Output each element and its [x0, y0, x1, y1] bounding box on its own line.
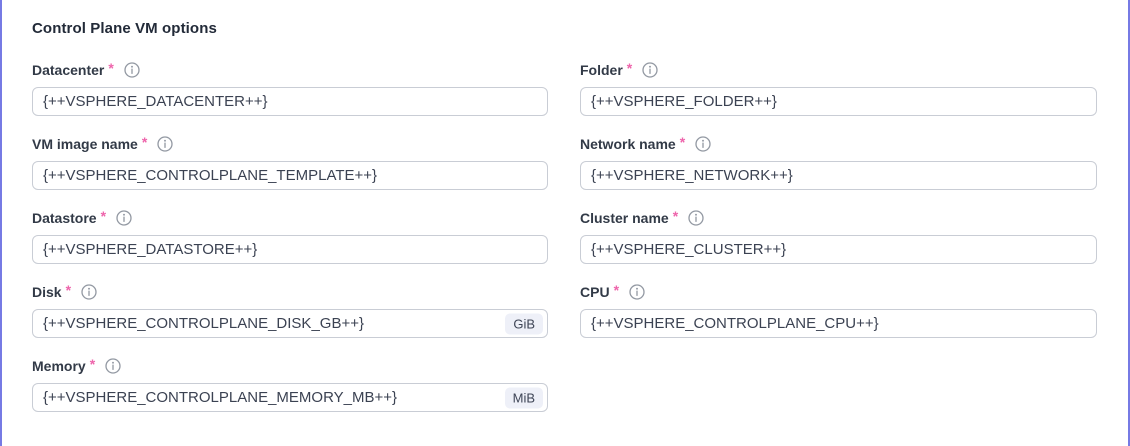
field-label: Folder: [580, 62, 623, 78]
field-label: Memory: [32, 358, 86, 374]
field-label: CPU: [580, 284, 610, 300]
required-asterisk: *: [679, 134, 686, 150]
cpu-input[interactable]: [580, 309, 1097, 338]
datastore-input[interactable]: [32, 235, 548, 264]
field-datastore: Datastore *: [32, 208, 548, 264]
required-asterisk: *: [65, 282, 72, 298]
required-asterisk: *: [89, 356, 96, 372]
required-asterisk: *: [672, 208, 679, 224]
field-label: Datastore: [32, 210, 97, 226]
info-icon[interactable]: [642, 62, 658, 78]
field-cpu: CPU *: [580, 282, 1097, 338]
info-icon[interactable]: [116, 210, 132, 226]
field-memory: Memory * MiB: [32, 356, 548, 412]
field-label: Disk: [32, 284, 62, 300]
fields-grid: Datacenter * Folder *: [32, 60, 1097, 430]
vm-image-name-input[interactable]: [32, 161, 548, 190]
info-icon[interactable]: [695, 136, 711, 152]
field-label: Cluster name: [580, 210, 669, 226]
info-icon[interactable]: [688, 210, 704, 226]
required-asterisk: *: [626, 60, 633, 76]
info-icon[interactable]: [629, 284, 645, 300]
info-icon[interactable]: [81, 284, 97, 300]
field-network-name: Network name *: [580, 134, 1097, 190]
info-icon[interactable]: [124, 62, 140, 78]
info-icon[interactable]: [157, 136, 173, 152]
field-cluster-name: Cluster name *: [580, 208, 1097, 264]
required-asterisk: *: [613, 282, 620, 298]
folder-input[interactable]: [580, 87, 1097, 116]
memory-input[interactable]: [32, 383, 548, 412]
cluster-name-input[interactable]: [580, 235, 1097, 264]
field-vm-image-name: VM image name *: [32, 134, 548, 190]
section-title: Control Plane VM options: [32, 20, 217, 37]
field-label: Network name: [580, 136, 676, 152]
field-label: VM image name: [32, 136, 138, 152]
field-datacenter: Datacenter *: [32, 60, 548, 116]
required-asterisk: *: [100, 208, 107, 224]
field-folder: Folder *: [580, 60, 1097, 116]
field-label: Datacenter: [32, 62, 105, 78]
field-disk: Disk * GiB: [32, 282, 548, 338]
required-asterisk: *: [108, 60, 114, 76]
required-asterisk: *: [141, 134, 148, 150]
info-icon[interactable]: [105, 358, 121, 374]
disk-input[interactable]: [32, 309, 548, 338]
network-name-input[interactable]: [580, 161, 1097, 190]
datacenter-input[interactable]: [32, 87, 548, 116]
